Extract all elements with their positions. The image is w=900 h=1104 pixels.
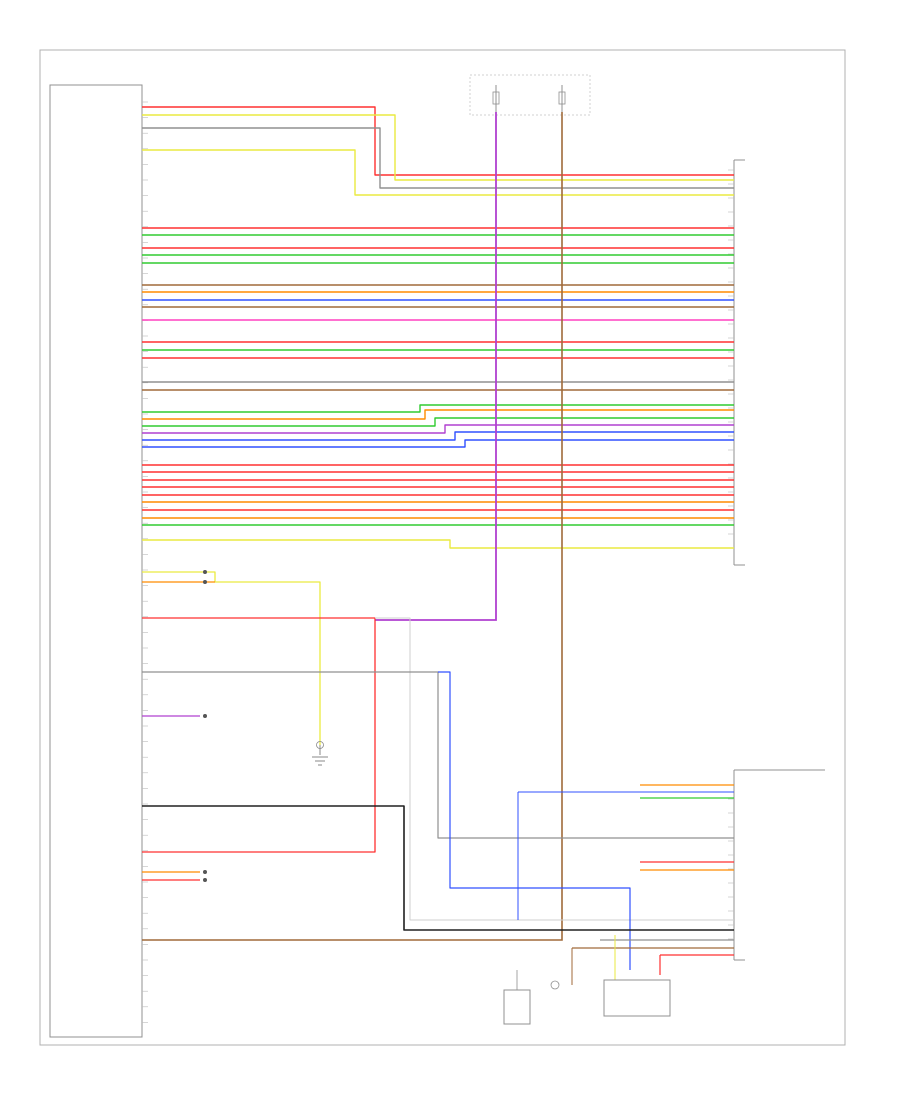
wire <box>438 671 631 970</box>
shifter-module-box <box>733 769 825 961</box>
engine-module-pins <box>142 101 148 1023</box>
wire <box>142 112 563 941</box>
wire <box>375 617 734 921</box>
wire <box>142 671 734 839</box>
wire <box>142 617 376 853</box>
fuse-block <box>469 74 591 116</box>
connector-dot <box>203 714 207 718</box>
wire <box>375 112 497 621</box>
fuse-left <box>492 85 500 112</box>
ground-group <box>312 741 328 766</box>
wire <box>142 424 734 434</box>
connector-dot <box>203 580 207 584</box>
wire <box>142 571 321 745</box>
wire <box>142 439 734 448</box>
fuse-right <box>558 85 566 112</box>
connector-dot <box>203 570 207 574</box>
wire <box>142 409 734 420</box>
wire <box>142 149 734 196</box>
ground-point <box>316 741 324 749</box>
wire <box>142 127 734 189</box>
wire <box>142 106 734 176</box>
wire <box>142 539 734 549</box>
sensor-box-right <box>603 979 671 1017</box>
fuse-block-outline <box>469 74 591 116</box>
transmission-module-box <box>733 159 745 566</box>
wire <box>142 114 734 181</box>
wire <box>142 417 734 427</box>
engine-module-box <box>49 84 143 1038</box>
wire-group <box>142 106 734 985</box>
transmission-module-pins <box>728 169 734 549</box>
connector-dot <box>203 878 207 882</box>
sensor-box-left <box>503 970 531 1025</box>
connector-dot <box>203 870 207 874</box>
connector-symbol-bottom <box>550 980 560 990</box>
wire <box>142 805 734 931</box>
wire <box>142 404 734 413</box>
diagram-frame <box>39 49 846 1046</box>
wire <box>142 431 734 441</box>
